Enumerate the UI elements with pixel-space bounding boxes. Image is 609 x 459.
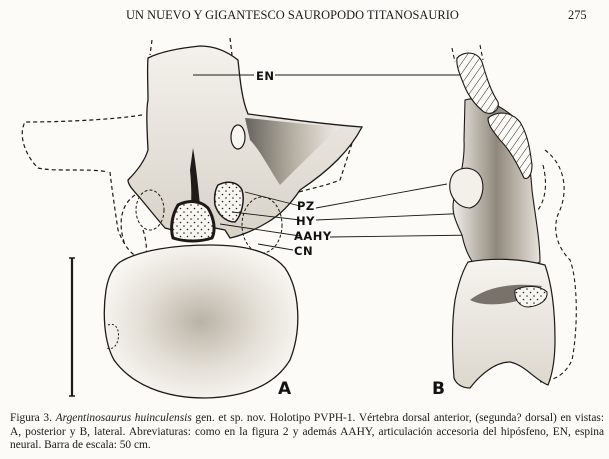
page-number: 275 xyxy=(568,8,587,22)
view-b-lateral xyxy=(449,44,577,389)
label-en: EN xyxy=(256,69,275,83)
label-pz: PZ xyxy=(297,199,315,213)
label-hy: HY xyxy=(296,214,315,228)
running-head: UN NUEVO Y GIGANTESCO SAUROPODO TITANOSA… xyxy=(0,8,609,24)
label-cn: CN xyxy=(294,244,314,258)
caption-text: Figura 3. Argentinosaurus huinculensis g… xyxy=(10,412,604,453)
running-title: UN NUEVO Y GIGANTESCO SAUROPODO TITANOSA… xyxy=(126,8,459,22)
figure-caption: Figura 3. Argentinosaurus huinculensis g… xyxy=(10,412,604,453)
view-label-a: A xyxy=(278,379,292,399)
caption-line2: A, posterior y B, lateral. Abreviaturas:… xyxy=(10,425,604,438)
caption-line1: gen. et sp. nov. Holotipo PVPH-1. Vérteb… xyxy=(191,412,604,424)
view-a-posterior xyxy=(21,37,364,399)
caption-figure-number: Figura 3. xyxy=(10,412,52,424)
vertebra-drawings xyxy=(21,37,577,399)
caption-taxon: Argentinosaurus huinculensis xyxy=(55,412,192,424)
caption-line3: neural. Barra de escala: 50 cm. xyxy=(10,439,151,452)
label-aahy: AAHY xyxy=(294,229,332,243)
figure-3: EN PZ HY AAHY CN A B xyxy=(0,30,609,405)
leader-lines xyxy=(193,74,479,251)
view-label-b: B xyxy=(432,379,445,399)
